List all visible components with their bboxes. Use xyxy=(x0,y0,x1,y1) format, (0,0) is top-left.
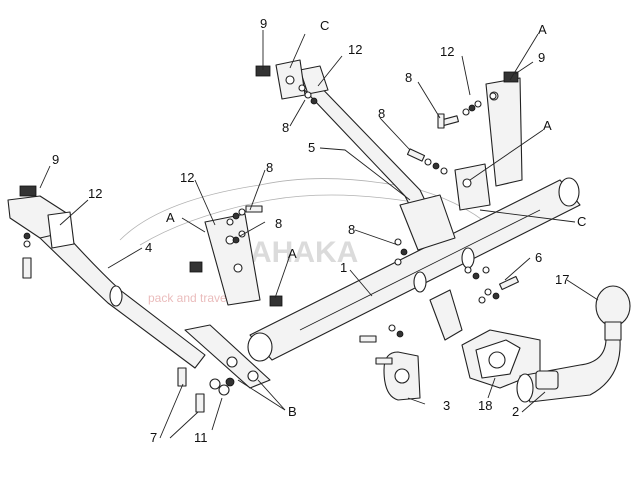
callout-9: 9 xyxy=(538,50,545,65)
callout-8: 8 xyxy=(378,106,385,121)
leader-lines xyxy=(39,30,599,439)
right-side-bar xyxy=(294,65,456,251)
callout-18: 18 xyxy=(478,398,492,413)
callout-12: 12 xyxy=(180,170,194,185)
callout-6: 6 xyxy=(535,250,542,265)
fasteners xyxy=(19,65,519,413)
end-bracket-left xyxy=(184,324,271,389)
towball-17 xyxy=(595,285,631,341)
callout-A: A xyxy=(543,118,552,133)
callout-B: B xyxy=(288,404,297,419)
left-side-bar xyxy=(7,195,206,369)
callout-8: 8 xyxy=(282,120,289,135)
callout-9: 9 xyxy=(260,16,267,31)
callout-A: A xyxy=(288,246,297,261)
coupling-block xyxy=(461,329,541,389)
callout-12: 12 xyxy=(88,186,102,201)
bracket-a-middle xyxy=(204,213,261,306)
callouts: 9 C 12 8 5 8 8 12 A 9 A C 9 12 4 12 8 8 … xyxy=(52,16,586,445)
callout-9: 9 xyxy=(52,152,59,167)
callout-11: 11 xyxy=(194,430,208,445)
watermark-brand: AHAKA xyxy=(250,236,358,269)
callout-C: C xyxy=(320,18,329,33)
callout-8: 8 xyxy=(348,222,355,237)
callout-2: 2 xyxy=(512,404,519,419)
callout-8: 8 xyxy=(266,160,273,175)
callout-C: C xyxy=(577,214,586,229)
main-cross-tube xyxy=(247,177,581,362)
watermark-tagline: pack and travel xyxy=(148,291,229,305)
callout-8: 8 xyxy=(275,216,282,231)
watermark-car-icon xyxy=(119,178,501,246)
callout-3: 3 xyxy=(443,398,450,413)
mount-plate-center xyxy=(429,289,463,341)
callout-8: 8 xyxy=(405,70,412,85)
callout-A: A xyxy=(166,210,175,225)
callout-5: 5 xyxy=(308,140,315,155)
callout-17: 17 xyxy=(555,272,569,287)
bracket-a-right xyxy=(454,77,523,211)
callout-7: 7 xyxy=(150,430,157,445)
callout-1: 1 xyxy=(340,260,347,275)
callout-12: 12 xyxy=(348,42,362,57)
callout-12: 12 xyxy=(440,44,454,59)
callout-4: 4 xyxy=(145,240,152,255)
callout-A: A xyxy=(538,22,547,37)
